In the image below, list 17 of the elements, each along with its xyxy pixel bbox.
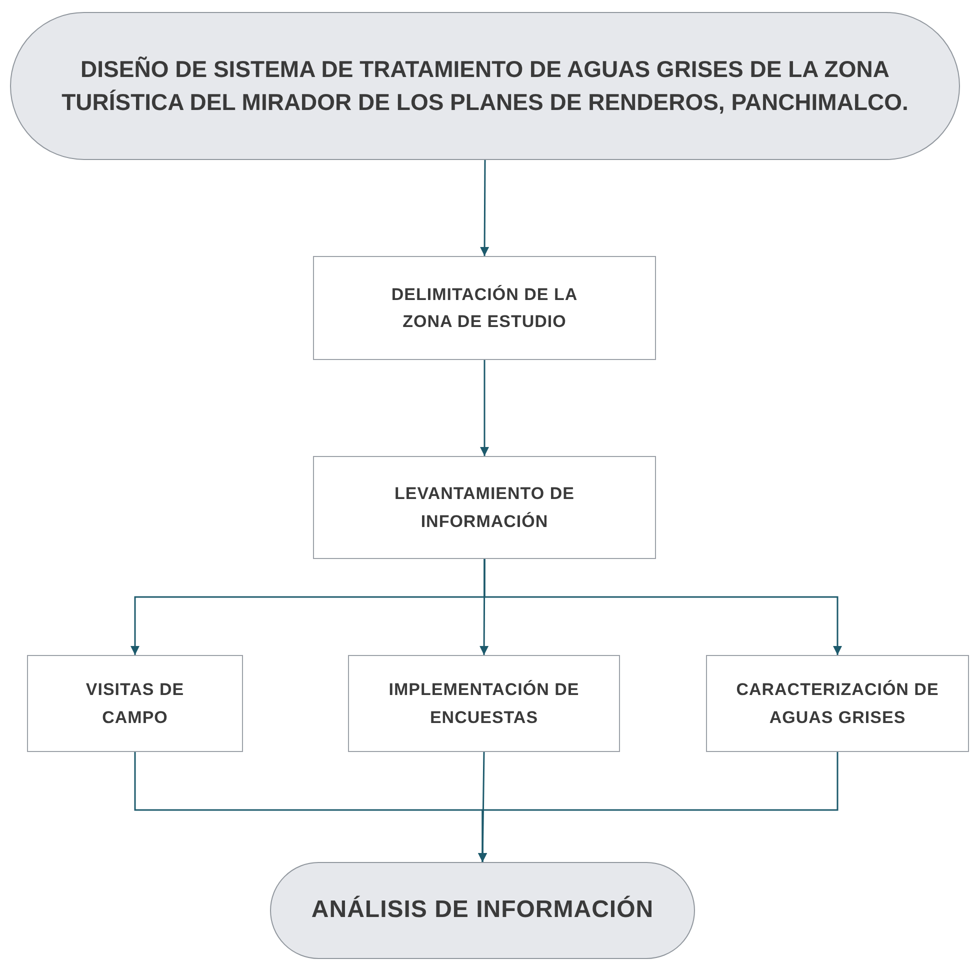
arrow: [480, 160, 490, 256]
process-box: [27, 655, 243, 752]
node-label: DISEÑO DE SISTEMA DE TRATAMIENTO DE AGUAS GRISES DE LA ZONA TURÍSTICA DEL MIRADOR DE LOS PLANES DE RENDEROS, PANCHIMALCO.: [60, 54, 910, 117]
node-label: CARACTERIZACIÓN DE AGUAS GRISES: [735, 679, 940, 728]
node-label: ANÁLISIS DE INFORMACIÓN: [310, 894, 655, 926]
process-box: [348, 655, 620, 752]
node-label: VISITAS DE CAMPO: [84, 679, 186, 728]
node-label: LEVANTAMIENTO DE INFORMACIÓN: [394, 483, 576, 532]
arrow: [480, 559, 489, 655]
node-label: DELIMITACIÓN DE LA ZONA DE ESTUDIO: [390, 284, 579, 333]
process-box: [706, 655, 969, 752]
node-label: IMPLEMENTACIÓN DE ENCUESTAS: [388, 679, 580, 728]
arrow: [478, 752, 838, 862]
arrow: [484, 559, 842, 655]
process-box: [313, 256, 656, 360]
process-box: [313, 456, 656, 559]
arrow: [480, 360, 489, 456]
